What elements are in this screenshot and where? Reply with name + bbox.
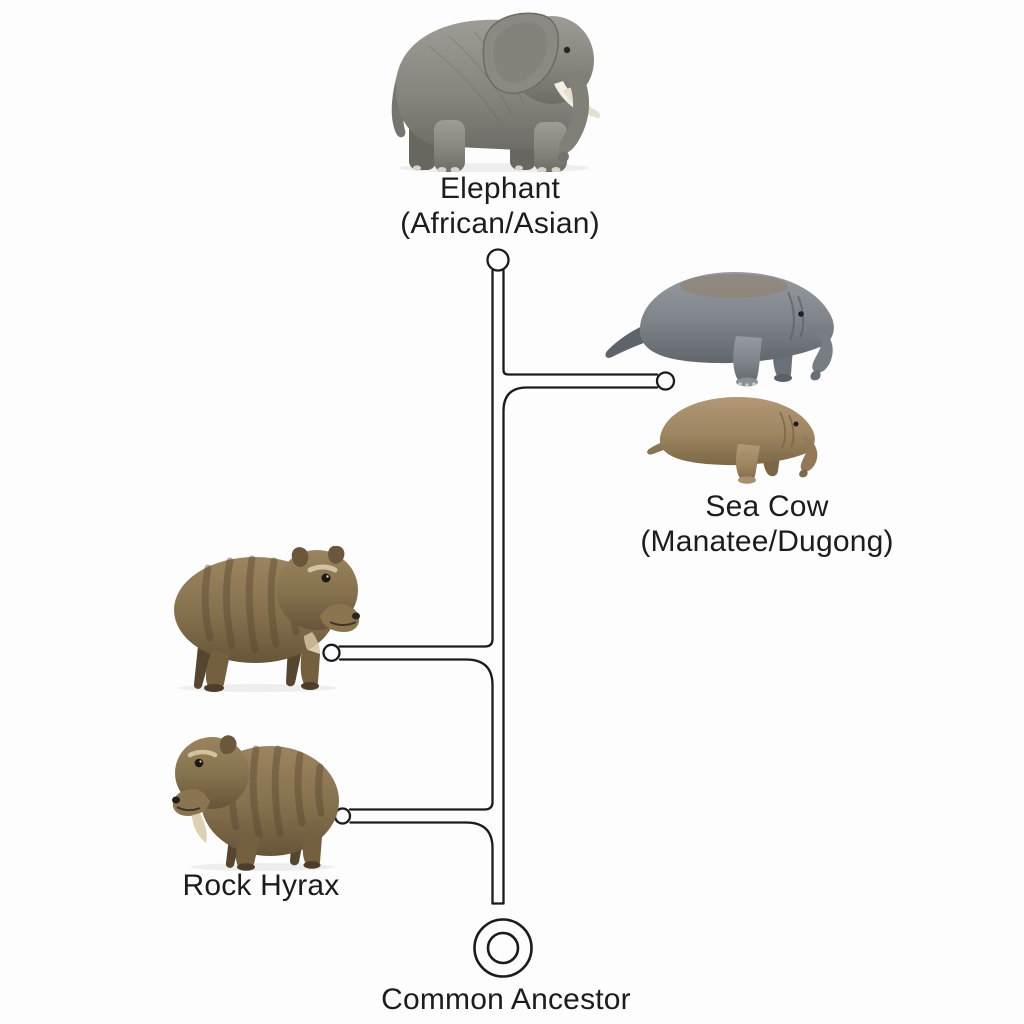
elephant-label-detail: (African/Asian) [400, 207, 600, 240]
manatee-illustration [605, 272, 834, 387]
manatee-eye [798, 311, 804, 317]
elephant-near-hind-leg [434, 120, 465, 172]
manatee-neck-folds [787, 291, 805, 341]
hyrax-upper-nose [352, 612, 360, 620]
hyrax-upper-front-paw [301, 682, 319, 690]
dugong-body [659, 397, 815, 466]
branch-elephant-right-edge [502, 269, 659, 376]
dugong-near-leg [735, 444, 760, 482]
hyrax-lower-nose [172, 796, 180, 804]
elephant-label-name: Elephant [439, 172, 561, 205]
hyrax-upper-ear-left [291, 547, 309, 568]
hyrax-upper-ear-right [328, 546, 345, 564]
dugong-snout [800, 436, 818, 472]
rock-hyrax-lower-illustration [172, 735, 339, 871]
sea-cow-label-name: Sea Cow [705, 490, 829, 523]
rock-hyrax-label: Rock Hyrax [182, 868, 339, 903]
hyrax-upper-mouth [329, 621, 357, 626]
rock-hyrax-upper-illustration [174, 546, 360, 692]
elephant-ear-inner [493, 22, 548, 84]
hyrax-lower-near-hind-leg [302, 833, 322, 868]
elephant-toenails [413, 165, 561, 172]
elephant-trunk-tip [557, 151, 569, 163]
hyrax-upper-near-front-leg [300, 648, 320, 688]
hyrax-lower-front-paw [237, 863, 255, 871]
sea-cow-label-detail: (Manatee/Dugong) [640, 525, 894, 558]
sea-cow-node [655, 371, 676, 391]
rock-hyrax-label-name: Rock Hyrax [182, 869, 340, 902]
manatee-near-leg [733, 336, 762, 385]
hyrax-lower-chest-patch [192, 813, 207, 843]
branch-seacow-return-edge [502, 386, 659, 905]
hyrax-upper-eye [321, 573, 331, 583]
manatee-snout-tip [810, 370, 821, 381]
elephant-label: Elephant (African/Asian) [400, 171, 600, 241]
hyrax-lower-near-front-leg [235, 833, 260, 870]
dugong-eye [793, 421, 799, 427]
common-ancestor-node-inner [486, 931, 520, 965]
elephant-node [486, 248, 510, 272]
branch-hyrax1-return-edge [338, 658, 494, 811]
elephant-eye [563, 46, 571, 54]
manatee-back-patch [680, 274, 788, 298]
hyrax-lower-hind-paw [303, 861, 321, 869]
common-ancestor-label: Common Ancestor [381, 982, 631, 1017]
branch-hyrax2-return-edge [349, 821, 494, 905]
dugong-neck-folds [779, 411, 795, 449]
dugong-illustration [647, 397, 818, 484]
hyrax-upper-eyebrow [307, 564, 338, 573]
hyrax-lower-mouth [176, 806, 201, 812]
hyrax-lower-ear [219, 735, 237, 755]
hyrax-lower-eye [194, 758, 204, 768]
manatee-body [639, 272, 834, 364]
dugong-near-foot [738, 476, 756, 484]
manatee-far-foot [774, 374, 792, 382]
sea-cow-label: Sea Cow (Manatee/Dugong) [640, 489, 893, 559]
hyrax-upper-far-hind-leg [193, 646, 212, 689]
hyrax-upper-near-hind-leg [205, 650, 230, 690]
hyrax-upper-node [322, 643, 341, 662]
hyrax-lower-eye-glint [199, 760, 202, 763]
hyrax-upper-eye-glint [326, 575, 329, 578]
manatee-snout [812, 326, 833, 373]
tree-branches [322, 248, 676, 978]
elephant-trunk [558, 70, 590, 154]
manatee-toes [738, 382, 756, 387]
dugong-snout-tip [799, 469, 808, 478]
hyrax-lower-fur-stripes [227, 745, 325, 839]
branch-elephant-left-edge [338, 269, 494, 648]
hyrax-lower-shadow [190, 863, 334, 871]
hyrax-lower-eyebrow [187, 749, 218, 758]
common-ancestor-label-name: Common Ancestor [381, 983, 631, 1016]
elephant-illustration [391, 12, 601, 172]
hyrax-upper-hind-paw [204, 684, 224, 692]
